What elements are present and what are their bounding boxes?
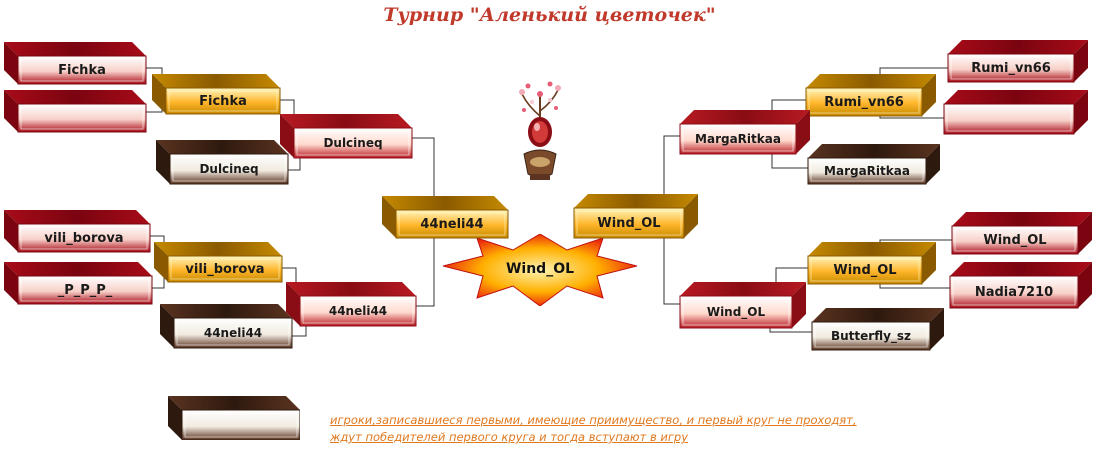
left-r1-slot-4: _P_P_P_ <box>4 262 153 305</box>
right-bye-2: Butterfly_sz <box>811 308 944 351</box>
left-r2-slot-2-label: vili_borova <box>185 262 265 277</box>
right-bye-2-label: Butterfly_sz <box>830 329 912 343</box>
left-r3-slot-2: 44neli44 <box>286 282 417 327</box>
right-bye-1-label: MargaRitkaa <box>824 164 910 178</box>
left-bye-2-label: 44neli44 <box>203 326 263 340</box>
champion-star: Wind_OL <box>442 233 638 310</box>
connector-line <box>292 326 307 337</box>
page-title: Турнир "Аленький цветочек" <box>383 4 716 26</box>
left-bye-2: 44neli44 <box>160 304 293 349</box>
connector-line <box>663 236 680 305</box>
right-r1-slot-1: Rumi_vn66 <box>947 40 1088 83</box>
right-r1-slot-2 <box>943 90 1088 135</box>
right-r1-slot-3: Wind_OL <box>951 212 1092 255</box>
right-r2-slot-1-label: Rumi_vn66 <box>824 95 904 110</box>
connector-line <box>663 135 680 208</box>
right-finalist-label: Wind_OL <box>597 216 661 231</box>
left-r2-slot-1: Fichka <box>152 74 281 115</box>
legend-line-1: игроки,записавшиеся первыми, имеющие при… <box>330 413 857 427</box>
left-r1-slot-4-label: _P_P_P_ <box>57 283 113 298</box>
left-r1-slot-3: vili_borova <box>4 210 151 253</box>
connector-line <box>771 152 808 169</box>
flower-trophy-icon <box>510 76 570 190</box>
legend-swatch <box>168 396 301 441</box>
right-r2-slot-1: Rumi_vn66 <box>805 74 936 117</box>
connector-line <box>288 158 301 171</box>
right-r3-slot-2: Wind_OL <box>679 282 806 329</box>
left-r3-slot-1: Dulcineq <box>280 114 413 159</box>
champion-name: Wind_OL <box>505 261 575 277</box>
left-r3-slot-2-label: 44neli44 <box>328 304 388 318</box>
right-r2-slot-2-label: Wind_OL <box>833 263 897 278</box>
right-bye-1: MargaRitkaa <box>807 144 940 185</box>
left-r2-slot-1-label: Fichka <box>199 94 247 109</box>
connector-line <box>416 238 435 307</box>
left-r1-slot-1-label: Fichka <box>58 63 106 78</box>
right-r3-slot-1: MargaRitkaa <box>679 110 810 155</box>
legend-line-2: ждут победителей первого круга и тогда в… <box>330 430 689 444</box>
left-bye-1: Dulcineq <box>156 140 289 185</box>
left-r1-slot-2 <box>4 90 147 133</box>
right-r1-slot-1-label: Rumi_vn66 <box>971 61 1051 76</box>
right-r1-slot-4: Nadia7210 <box>949 262 1092 309</box>
left-r1-slot-3-label: vili_borova <box>44 231 124 246</box>
right-r3-slot-2-label: Wind_OL <box>706 305 766 319</box>
connector-line <box>412 137 435 206</box>
legend-text: игроки,записавшиеся первыми, имеющие при… <box>330 412 857 446</box>
left-finalist-label: 44neli44 <box>420 217 484 232</box>
left-finalist: 44neli44 <box>382 196 509 239</box>
left-r1-slot-1: Fichka <box>4 42 147 85</box>
right-r3-slot-1-label: MargaRitkaa <box>695 132 781 146</box>
right-r1-slot-3-label: Wind_OL <box>983 233 1047 248</box>
right-finalist: Wind_OL <box>573 194 698 239</box>
right-r2-slot-2: Wind_OL <box>807 242 936 285</box>
left-bye-1-label: Dulcineq <box>199 162 259 176</box>
left-r3-slot-1-label: Dulcineq <box>323 136 383 150</box>
right-r1-slot-4-label: Nadia7210 <box>974 285 1054 300</box>
left-r2-slot-2: vili_borova <box>154 242 283 283</box>
